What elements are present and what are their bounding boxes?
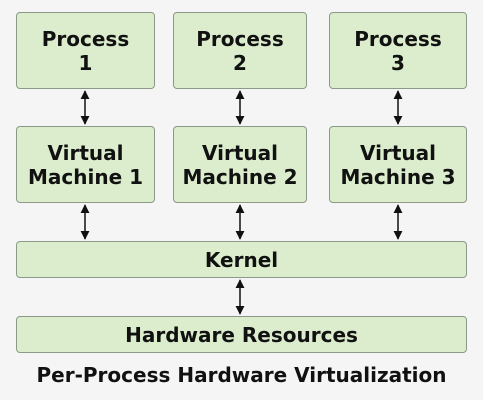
virtual-machine-2-line2: Machine 2 xyxy=(182,164,298,189)
virtual-machine-1-line1: Virtual xyxy=(47,140,124,165)
diagram-caption: Per-Process Hardware Virtualization xyxy=(36,363,447,387)
process-2-number: 2 xyxy=(233,50,247,75)
virtual-machine-2-box: Virtual Machine 2 xyxy=(173,126,307,203)
process-1-box: Process 1 xyxy=(16,12,155,89)
kernel-box: Kernel xyxy=(16,241,467,278)
virtual-machine-1-line2: Machine 1 xyxy=(27,164,144,189)
process-1-number: 1 xyxy=(78,50,93,75)
virtual-machine-3-box: Virtual Machine 3 xyxy=(329,126,467,203)
process-1-label: Process xyxy=(41,26,130,51)
process-3-label: Process xyxy=(354,26,442,51)
hardware-resources-box: Hardware Resources xyxy=(16,316,467,353)
virtual-machine-1-box: Virtual Machine 1 xyxy=(16,126,155,203)
kernel-label: Kernel xyxy=(204,247,279,272)
process-3-number: 3 xyxy=(391,50,405,75)
virtual-machine-2-line1: Virtual xyxy=(202,140,278,165)
process-2-label: Process xyxy=(196,26,284,51)
process-3-box: Process 3 xyxy=(329,12,467,89)
virtual-machine-3-line1: Virtual xyxy=(360,140,436,165)
virtual-machine-3-line2: Machine 3 xyxy=(340,164,456,189)
hardware-resources-label: Hardware Resources xyxy=(125,322,358,347)
process-2-box: Process 2 xyxy=(173,12,307,89)
